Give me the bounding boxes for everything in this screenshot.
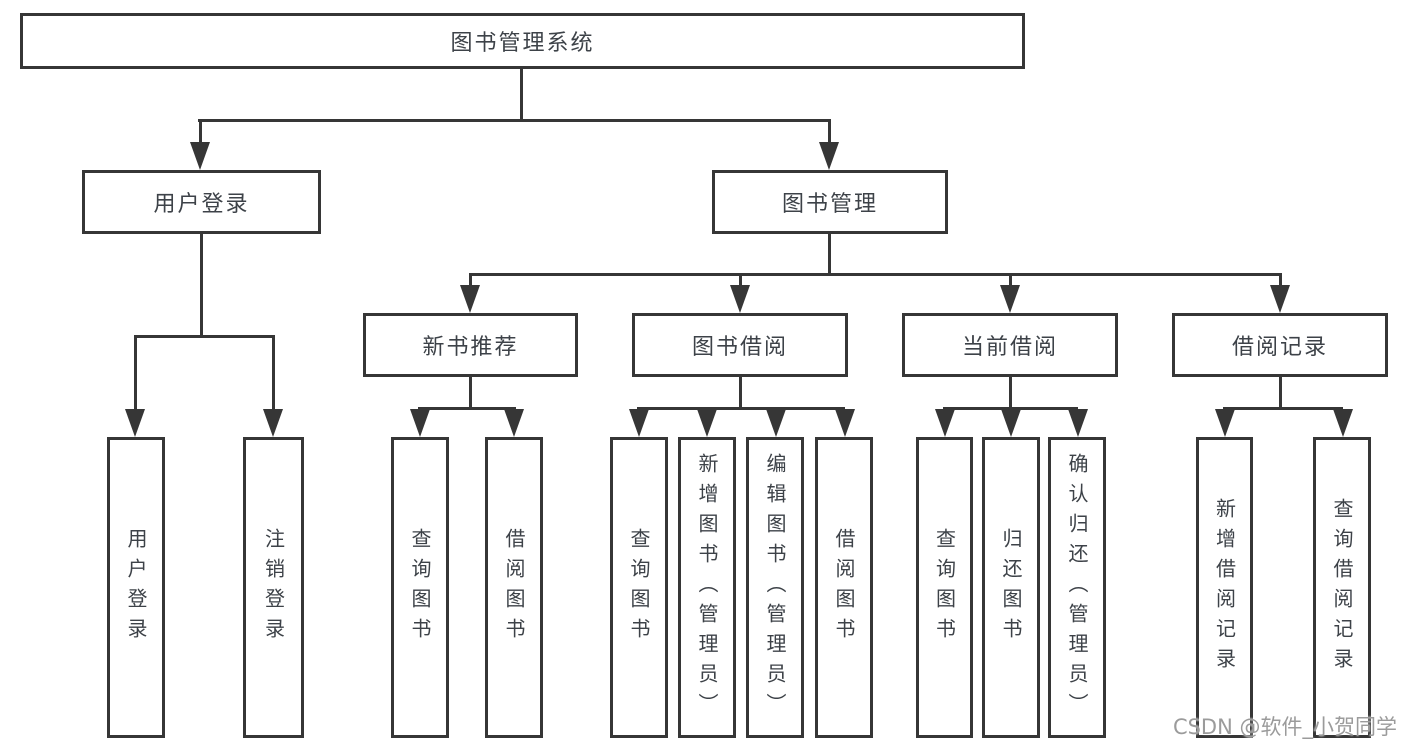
- node-label: 图书管理系统: [450, 31, 595, 56]
- arrowhead-down-icon: [766, 409, 786, 437]
- arrowhead-down-icon: [1001, 409, 1021, 437]
- connector-line: [134, 335, 137, 413]
- arrowhead-down-icon: [190, 142, 210, 170]
- arrowhead-down-icon: [1000, 285, 1020, 313]
- node-user-login: 用户登录: [82, 170, 321, 234]
- node-label: 新书推荐: [422, 335, 519, 360]
- connector-line: [469, 273, 472, 288]
- arrowhead-down-icon: [835, 409, 855, 437]
- node-label: 归还图书: [999, 527, 1023, 648]
- arrowhead-down-icon: [504, 409, 524, 437]
- connector-line: [199, 119, 202, 147]
- node-leaf-rec-query-books: 查询图书: [391, 437, 449, 738]
- node-label: 查询借阅记录: [1330, 497, 1354, 678]
- arrowhead-down-icon: [629, 409, 649, 437]
- arrowhead-down-icon: [1068, 409, 1088, 437]
- connector-line: [1009, 273, 1012, 288]
- node-leaf-bb-query-books: 查询图书: [610, 437, 668, 738]
- arrowhead-down-icon: [1333, 409, 1353, 437]
- connector-line: [520, 69, 523, 122]
- arrowhead-down-icon: [935, 409, 955, 437]
- node-borrow-records: 借阅记录: [1172, 313, 1388, 377]
- node-book-borrow: 图书借阅: [632, 313, 848, 377]
- connector-line: [134, 335, 275, 338]
- arrowhead-down-icon: [1215, 409, 1235, 437]
- connector-line: [200, 234, 203, 338]
- node-leaf-br-add-record: 新增借阅记录: [1196, 437, 1253, 738]
- node-leaf-br-query-record: 查询借阅记录: [1313, 437, 1371, 738]
- node-label: 用户登录: [124, 527, 148, 648]
- node-current-borrow: 当前借阅: [902, 313, 1118, 377]
- node-label: 图书管理: [781, 192, 878, 217]
- arrowhead-down-icon: [697, 409, 717, 437]
- node-label: 查询图书: [408, 527, 432, 648]
- node-label: 当前借阅: [961, 335, 1058, 360]
- arrowhead-down-icon: [263, 409, 283, 437]
- node-leaf-cb-return-books: 归还图书: [982, 437, 1040, 738]
- connector-line: [1009, 377, 1012, 410]
- arrowhead-down-icon: [819, 142, 839, 170]
- connector-line: [943, 407, 1078, 410]
- connector-line: [418, 407, 516, 410]
- node-label: 查询图书: [932, 527, 957, 648]
- connector-line: [739, 273, 742, 288]
- node-new-book-recommend: 新书推荐: [363, 313, 578, 377]
- arrowhead-down-icon: [730, 285, 750, 313]
- arrowhead-down-icon: [125, 409, 145, 437]
- node-label: 用户登录: [153, 192, 250, 217]
- node-label: 注销登录: [261, 527, 286, 648]
- node-leaf-user-login: 用户登录: [107, 437, 165, 738]
- node-leaf-bb-edit-books-admin: 编辑图书（管理员）: [746, 437, 804, 738]
- connector-line: [198, 119, 831, 122]
- node-leaf-bb-borrow-books: 借阅图书: [815, 437, 873, 738]
- connector-line: [469, 377, 472, 410]
- connector-line: [739, 377, 742, 410]
- node-label: 确认归还（管理员）: [1065, 452, 1089, 723]
- node-label: 借阅图书: [502, 527, 526, 648]
- connector-line: [469, 273, 1282, 276]
- connector-line: [1279, 377, 1282, 410]
- connector-line: [1279, 273, 1282, 288]
- connector-line: [828, 119, 831, 147]
- node-root-book-management-system: 图书管理系统: [20, 13, 1025, 69]
- node-label: 新增图书（管理员）: [695, 452, 719, 723]
- node-label: 编辑图书（管理员）: [763, 452, 787, 723]
- connector-line: [828, 234, 831, 276]
- node-leaf-cb-confirm-return-admin: 确认归还（管理员）: [1048, 437, 1106, 738]
- node-leaf-cb-query-books: 查询图书: [916, 437, 973, 738]
- connector-line: [272, 335, 275, 413]
- arrowhead-down-icon: [410, 409, 430, 437]
- arrowhead-down-icon: [1270, 285, 1290, 313]
- node-label: 图书借阅: [691, 335, 788, 360]
- node-leaf-logout: 注销登录: [243, 437, 304, 738]
- node-leaf-bb-add-books-admin: 新增图书（管理员）: [678, 437, 736, 738]
- node-label: 新增借阅记录: [1212, 497, 1237, 678]
- arrowhead-down-icon: [460, 285, 480, 313]
- csdn-watermark: CSDN @软件_小贺同学: [1172, 715, 1397, 739]
- connector-line: [1223, 407, 1343, 410]
- node-label: 借阅记录: [1231, 335, 1328, 360]
- node-label: 查询图书: [627, 527, 651, 648]
- connector-line: [637, 407, 845, 410]
- node-label: 借阅图书: [832, 527, 856, 648]
- node-leaf-rec-borrow-books: 借阅图书: [485, 437, 543, 738]
- node-book-management: 图书管理: [712, 170, 948, 234]
